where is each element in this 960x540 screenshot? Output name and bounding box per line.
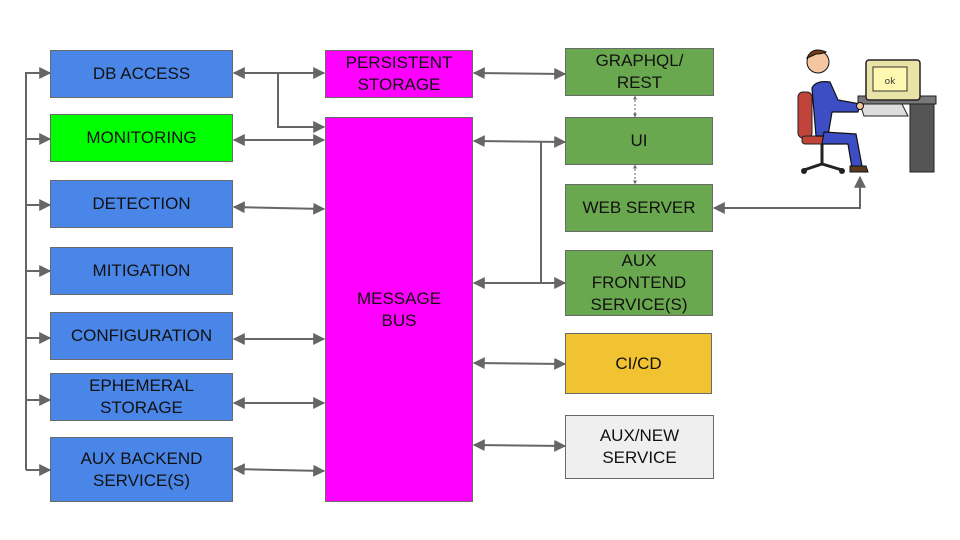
web-server-box: WEB SERVER bbox=[565, 184, 713, 232]
message-bus-box: MESSAGE BUS bbox=[325, 117, 473, 502]
aux-backend-box: AUX BACKEND SERVICE(S) bbox=[50, 437, 233, 502]
arrow-bus-aux-new bbox=[472, 439, 567, 452]
mitigation-box: MITIGATION bbox=[50, 247, 233, 295]
graphql-rest-box: GRAPHQL/ REST bbox=[565, 48, 714, 96]
arrow-detection-bus bbox=[232, 201, 326, 215]
user-at-computer-icon: ok bbox=[797, 49, 937, 174]
persistent-storage-box: PERSISTENT STORAGE bbox=[325, 50, 473, 98]
db-access-box: DB ACCESS bbox=[50, 50, 233, 98]
arrow-persistent-graphql bbox=[472, 67, 567, 80]
configuration-box: CONFIGURATION bbox=[50, 312, 233, 360]
svg-text:ok: ok bbox=[885, 77, 897, 87]
arrow-bus-cicd bbox=[472, 357, 567, 370]
ci-cd-box: CI/CD bbox=[565, 333, 712, 394]
ui-box: UI bbox=[565, 117, 713, 165]
arrow-bus-ui bbox=[472, 135, 567, 148]
monitoring-box: MONITORING bbox=[50, 114, 233, 162]
aux-frontend-box: AUX FRONTEND SERVICE(S) bbox=[565, 250, 713, 316]
ephemeral-storage-box: EPHEMERAL STORAGE bbox=[50, 373, 233, 421]
arrow-db-bus bbox=[277, 73, 326, 133]
arrow-webserver-user bbox=[712, 175, 866, 214]
arrow-aux-backend-bus bbox=[232, 463, 326, 477]
detection-box: DETECTION bbox=[50, 180, 233, 228]
aux-new-service-box: AUX/NEW SERVICE bbox=[565, 415, 714, 479]
